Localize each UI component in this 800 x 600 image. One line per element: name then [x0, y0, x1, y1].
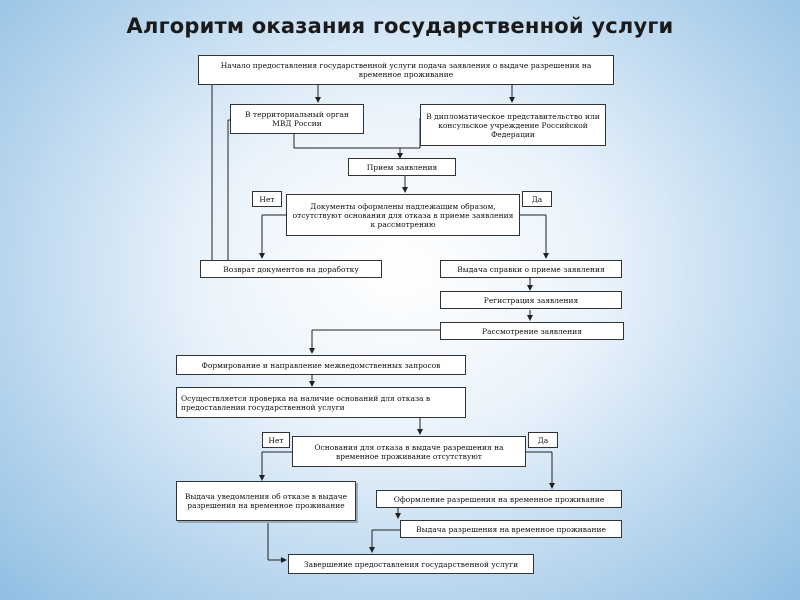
flow-node-accept: Прием заявления: [348, 158, 456, 176]
flow-node-grounds-absent: Основания для отказа в выдаче разрешения…: [292, 436, 526, 467]
flow-node-receipt: Выдача справки о приеме заявления: [440, 260, 622, 278]
flow-node-form-permit-label: Оформление разрешения на временное прожи…: [393, 494, 605, 504]
flow-node-start: Начало предоставления государственной ус…: [198, 55, 614, 85]
flow-node-territorial: В территориальный орган МВД России: [230, 104, 364, 134]
flow-node-diplomatic-label: В дипломатическое представительство или …: [426, 111, 600, 139]
flow-node-requests-label: Формирование и направление межведомствен…: [201, 360, 441, 370]
flow-node-form-permit: Оформление разрешения на временное прожи…: [376, 490, 622, 508]
flow-node-return-docs-label: Возврат документов на доработку: [223, 264, 359, 274]
flow-node-requests: Формирование и направление межведомствен…: [176, 355, 466, 375]
flow-node-end: Завершение предоставления государственно…: [288, 554, 534, 574]
decision-tag-no-2-label: Нет: [268, 435, 284, 445]
flow-node-issue-permit-label: Выдача разрешения на временное проживани…: [416, 524, 606, 534]
flow-node-end-label: Завершение предоставления государственно…: [303, 559, 519, 569]
flow-node-start-label: Начало предоставления государственной ус…: [220, 61, 592, 79]
decision-tag-yes-1: Да: [522, 191, 552, 207]
flow-node-docs-check-label: Документы оформлены надлежащим образом, …: [292, 201, 514, 229]
decision-tag-yes-1-label: Да: [531, 194, 543, 204]
flow-node-refusal: Выдача уведомления об отказе в выдаче ра…: [176, 481, 356, 521]
flow-node-receipt-label: Выдача справки о приеме заявления: [457, 264, 605, 274]
flow-node-diplomatic: В дипломатическое представительство или …: [420, 104, 606, 146]
flow-node-grounds-absent-label: Основания для отказа в выдаче разрешения…: [314, 442, 504, 461]
decision-tag-no-1-label: Нет: [259, 194, 275, 204]
page-title: Алгоритм оказания государственной услуги: [126, 14, 674, 38]
flow-node-grounds-check: Осуществляется проверка на наличие основ…: [176, 387, 466, 418]
flow-node-docs-check: Документы оформлены надлежащим образом, …: [286, 194, 520, 236]
decision-tag-yes-2-label: Да: [537, 435, 549, 445]
decision-tag-no-2: Нет: [262, 432, 290, 448]
flow-node-territorial-label: В территориальный орган МВД России: [245, 110, 349, 128]
flow-node-issue-permit: Выдача разрешения на временное проживани…: [400, 520, 622, 538]
flow-node-review: Рассмотрение заявления: [440, 322, 624, 340]
flow-node-review-label: Рассмотрение заявления: [482, 326, 582, 336]
flow-node-accept-label: Прием заявления: [366, 162, 438, 172]
flow-node-grounds-check-label: Осуществляется проверка на наличие основ…: [181, 393, 431, 412]
flow-node-refusal-label: Выдача уведомления об отказе в выдаче ра…: [184, 492, 348, 510]
flow-node-registration-label: Регистрация заявления: [483, 295, 579, 305]
decision-tag-yes-2: Да: [528, 432, 558, 448]
flow-node-return-docs: Возврат документов на доработку: [200, 260, 382, 278]
flow-node-registration: Регистрация заявления: [440, 291, 622, 309]
decision-tag-no-1: Нет: [252, 191, 282, 207]
